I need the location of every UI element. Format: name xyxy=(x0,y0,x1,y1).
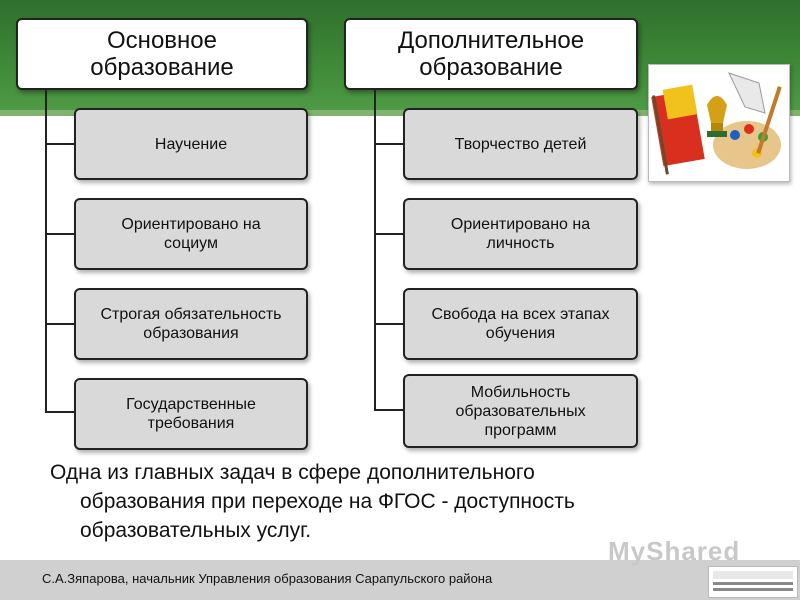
left-item-2-line-1: Ориентировано на xyxy=(121,216,261,233)
left-item-2-line-2: социум xyxy=(164,235,218,252)
right-connector-branch-4 xyxy=(374,409,404,411)
main-statement: Одна из главных задач в сфере дополнител… xyxy=(50,458,770,545)
right-item-box-3: Свобода на всех этапах обучения xyxy=(403,288,638,360)
right-item-3-line-1: Свобода на всех этапах xyxy=(431,306,610,323)
education-department-logo xyxy=(708,566,798,598)
left-connector-branch-2 xyxy=(45,233,75,235)
left-item-4-line-2: требования xyxy=(147,415,235,432)
left-connector-trunk xyxy=(45,90,47,412)
left-column-header: Основное образование xyxy=(16,18,308,90)
left-item-3-line-2: образования xyxy=(143,325,239,342)
left-item-3-line-1: Строгая обязательность xyxy=(100,306,282,323)
left-item-box-3: Строгая обязательность образования xyxy=(74,288,308,360)
right-item-3-line-2: обучения xyxy=(485,325,556,342)
left-item-box-1: Научение xyxy=(74,108,308,180)
right-connector-branch-2 xyxy=(374,233,404,235)
right-item-box-1: Творчество детей xyxy=(403,108,638,180)
right-header-line-1: Дополнительное xyxy=(397,27,585,54)
right-item-2-line-2: личность xyxy=(486,235,555,252)
statement-line-2: образования при переходе на ФГОС - досту… xyxy=(80,490,575,513)
top-light-stripe xyxy=(0,110,800,116)
right-column-header: Дополнительное образование xyxy=(344,18,638,90)
statement-line-3: образовательных услуг. xyxy=(80,519,312,542)
left-item-1-line-1: Научение xyxy=(154,135,228,153)
footer-band xyxy=(0,560,800,600)
right-connector-branch-3 xyxy=(374,323,404,325)
right-header-line-2: образование xyxy=(419,54,563,81)
right-item-2-line-1: Ориентировано на xyxy=(450,216,591,233)
left-item-4-line-1: Государственные xyxy=(126,396,256,413)
left-connector-branch-4 xyxy=(45,411,75,413)
statement-line-1: Одна из главных задач в сфере дополнител… xyxy=(50,461,535,484)
right-connector-branch-1 xyxy=(374,143,404,145)
left-header-line-2: образование xyxy=(90,54,234,81)
left-connector-branch-1 xyxy=(45,143,75,145)
footer-author: С.А.Зяпарова, начальник Управления образ… xyxy=(42,571,493,586)
right-item-4-line-1: Мобильность xyxy=(470,383,571,401)
right-item-box-4: Мобильность образовательных программ xyxy=(403,374,638,448)
right-item-4-line-3: программ xyxy=(484,421,557,439)
right-item-box-2: Ориентировано на личность xyxy=(403,198,638,270)
right-item-1-line-1: Творчество детей xyxy=(454,135,587,153)
left-header-line-1: Основное xyxy=(107,27,217,54)
right-item-4-line-2: образовательных xyxy=(455,402,586,420)
watermark: MyShared xyxy=(608,536,741,566)
left-item-box-2: Ориентировано на социум xyxy=(74,198,308,270)
left-connector-branch-3 xyxy=(45,323,75,325)
left-item-box-4: Государственные требования xyxy=(74,378,308,450)
art-sport-clipart-icon xyxy=(648,64,790,182)
right-connector-trunk xyxy=(374,90,376,410)
